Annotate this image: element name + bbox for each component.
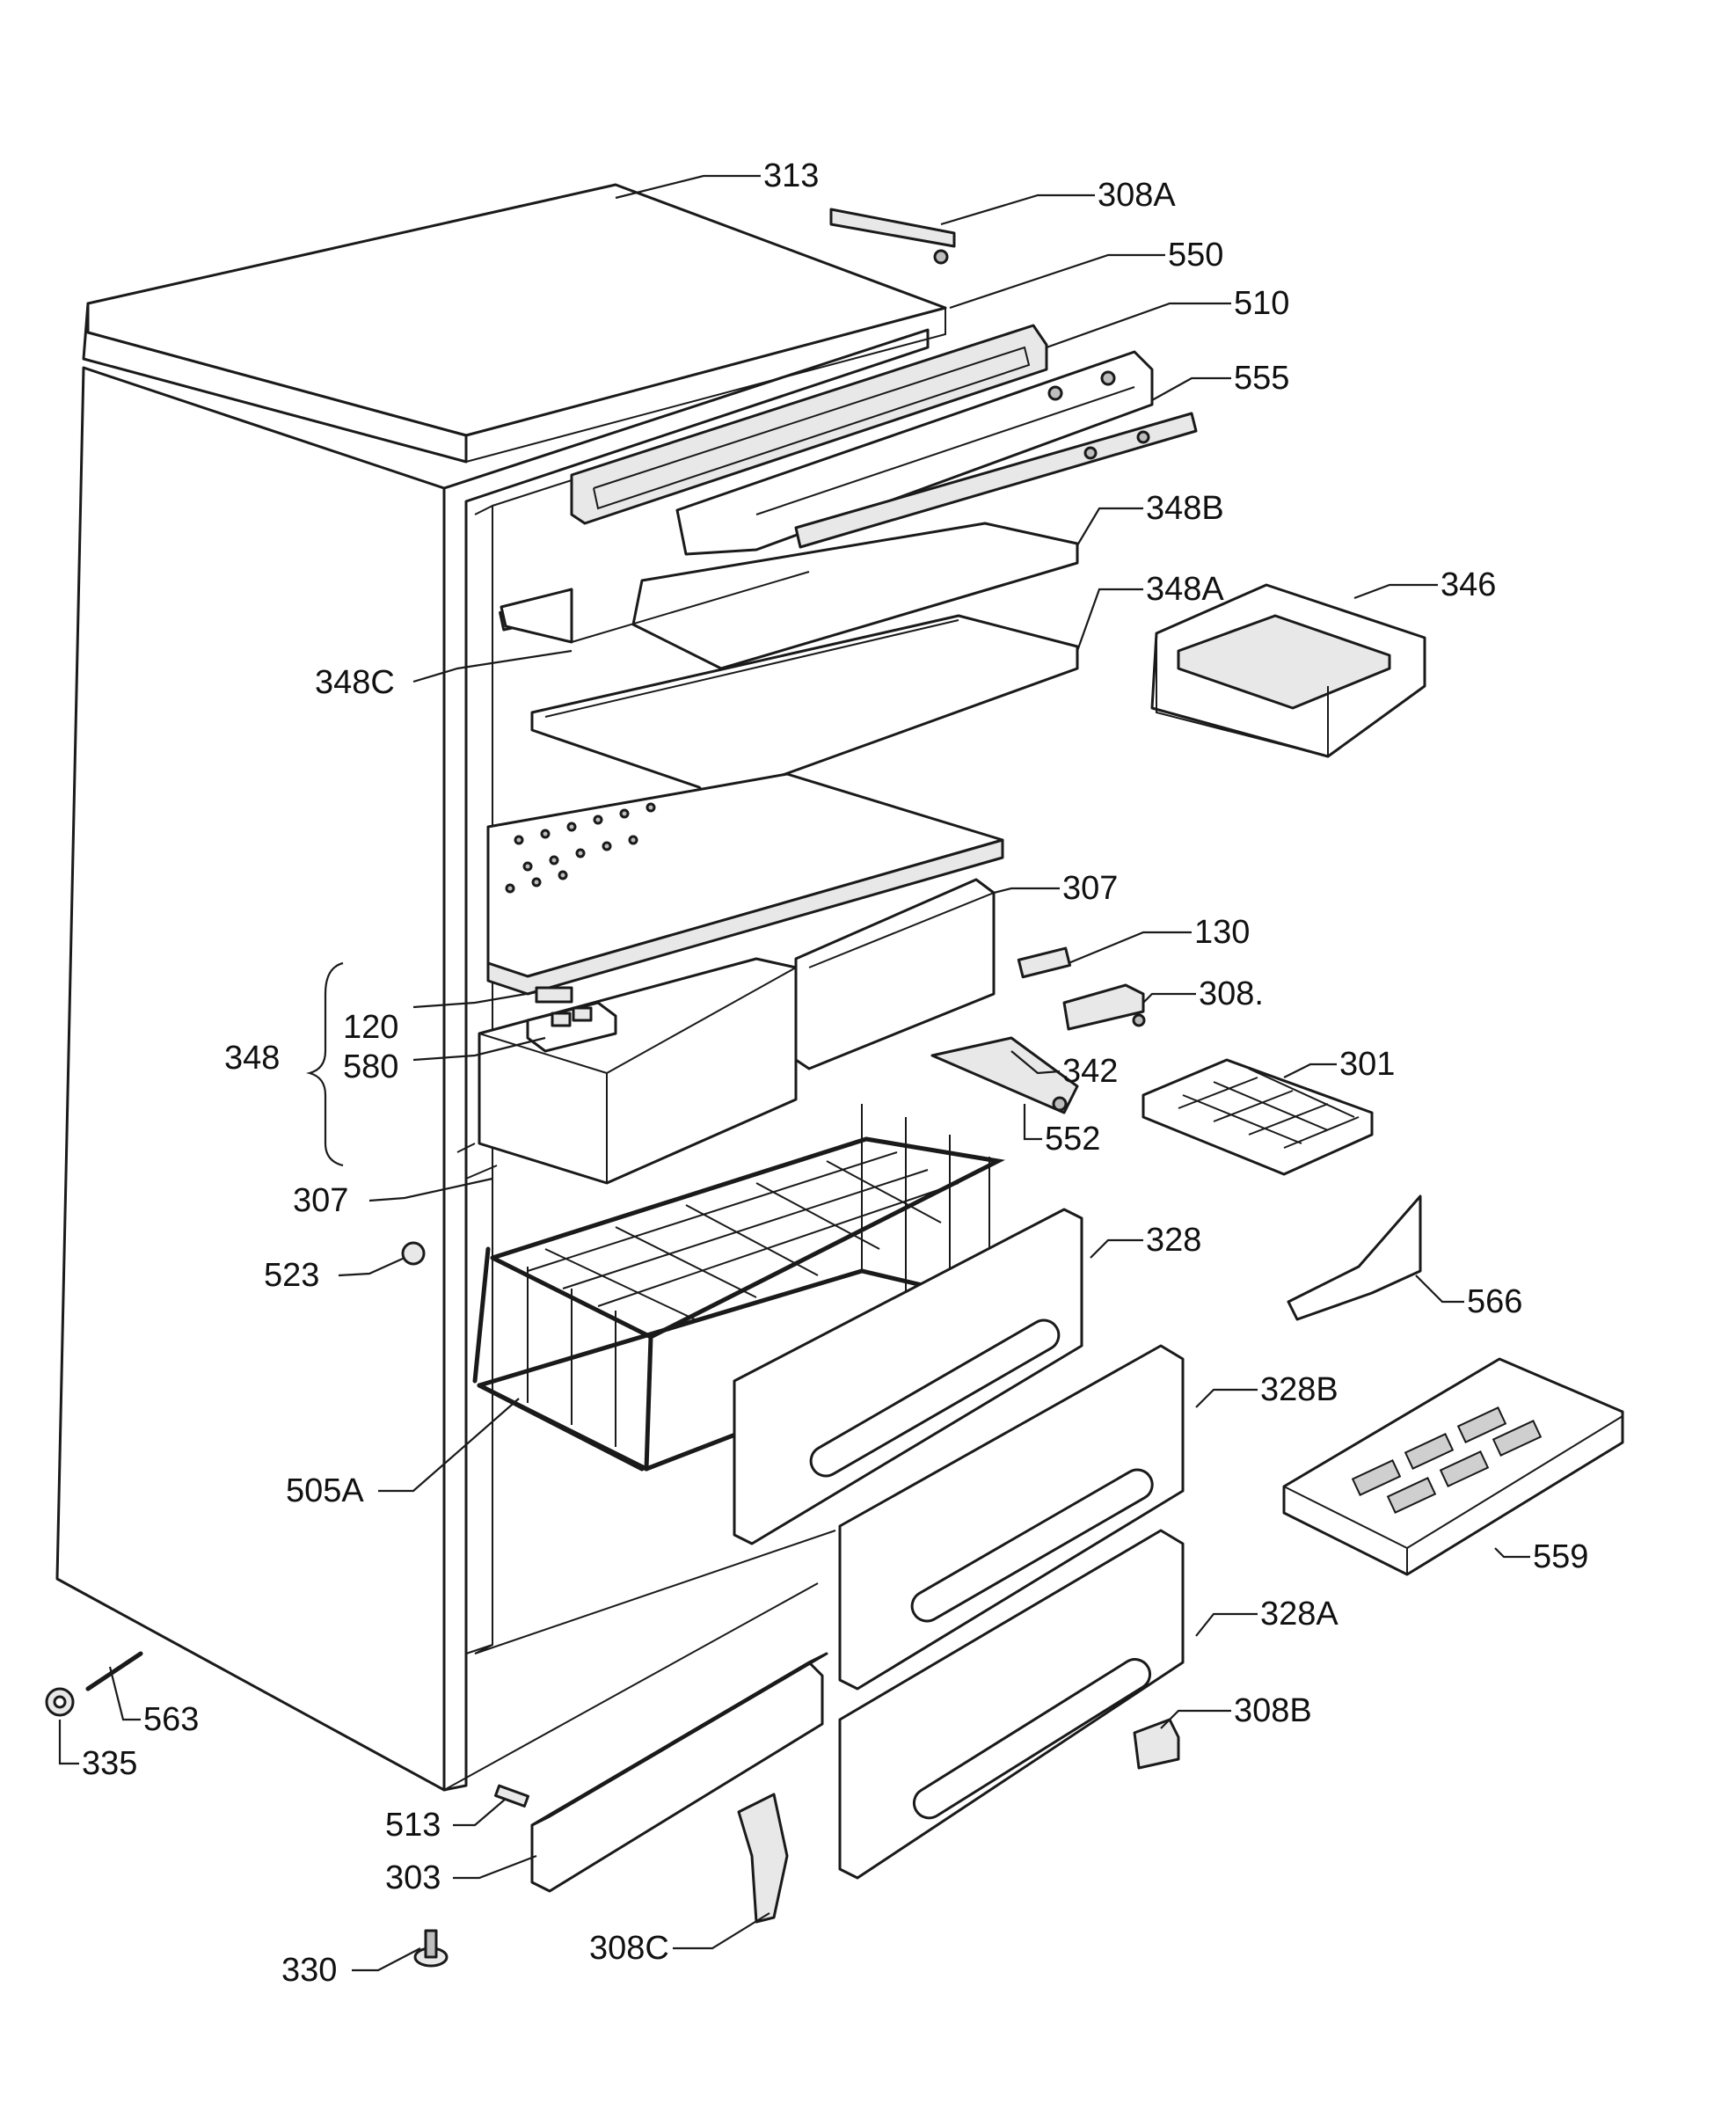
ice-bin-346: [1150, 583, 1426, 758]
pin-563: [85, 1651, 143, 1691]
label-307-top: 307: [1062, 870, 1118, 907]
label-328a: 328A: [1260, 1596, 1338, 1633]
shelf-348c: [500, 571, 810, 644]
label-559: 559: [1533, 1538, 1588, 1575]
label-301: 301: [1339, 1046, 1395, 1083]
label-307-bottom: 307: [293, 1182, 348, 1219]
drawer-front-328: [733, 1208, 1083, 1545]
label-566: 566: [1467, 1283, 1522, 1320]
drawer-front-328a: [838, 1529, 1185, 1880]
label-513: 513: [385, 1807, 441, 1844]
part-130: [1017, 946, 1072, 979]
part-labels: 313 308A 550 510 555 348B 348A 346 348C …: [82, 157, 1588, 1989]
label-550: 550: [1168, 237, 1223, 274]
evaporator-plate: [486, 772, 1004, 996]
bush-335: [45, 1687, 75, 1717]
label-348a: 348A: [1146, 571, 1224, 608]
leader-lines: [58, 174, 1530, 1972]
label-555: 555: [1234, 360, 1289, 397]
plate-holes: [505, 802, 656, 894]
hinge-strip-555: [794, 412, 1198, 549]
foot-330: [413, 1929, 449, 1968]
control-box-580: [526, 1001, 617, 1053]
ice-pack-559: [1282, 1357, 1624, 1576]
hinge-308b: [1133, 1718, 1180, 1770]
label-346: 346: [1441, 566, 1496, 603]
label-303: 303: [385, 1859, 441, 1896]
trim-strip-550: [570, 324, 1048, 525]
label-328: 328: [1146, 1222, 1201, 1259]
drawer-front-328b: [838, 1344, 1185, 1691]
part-120: [535, 986, 573, 1004]
label-510: 510: [1234, 285, 1289, 322]
label-523: 523: [264, 1257, 319, 1294]
label-563: 563: [143, 1701, 199, 1738]
ice-tray-301: [1142, 1058, 1374, 1176]
top-cover-313: [82, 183, 947, 464]
label-308b: 308B: [1234, 1692, 1312, 1729]
label-308c: 308C: [589, 1930, 669, 1967]
hinge-308a: [829, 208, 956, 265]
shelf-348a: [530, 614, 1079, 802]
label-505a: 505A: [286, 1472, 364, 1509]
label-348c: 348C: [315, 664, 395, 701]
label-313: 313: [763, 157, 819, 194]
scraper-566: [1287, 1194, 1422, 1321]
bracket-342-552: [930, 1036, 1079, 1114]
label-120: 120: [343, 1009, 398, 1046]
handle-bar-510: [675, 350, 1154, 556]
kick-plate-303: [530, 1652, 828, 1893]
stud-523: [401, 1241, 426, 1266]
label-328b: 328B: [1260, 1371, 1338, 1408]
label-342: 342: [1062, 1053, 1118, 1090]
label-130: 130: [1194, 914, 1250, 951]
label-348b: 348B: [1146, 490, 1224, 527]
label-335: 335: [82, 1745, 137, 1782]
label-580: 580: [343, 1048, 398, 1085]
hinge-308c: [737, 1793, 789, 1924]
label-308: 308.: [1199, 975, 1264, 1012]
clip-513: [494, 1784, 530, 1808]
bracket-348-brace: [305, 961, 344, 1167]
label-552: 552: [1045, 1121, 1100, 1158]
label-330: 330: [281, 1952, 337, 1989]
hinge-308: [1062, 983, 1146, 1031]
label-308a: 308A: [1098, 177, 1176, 214]
label-348: 348: [224, 1040, 280, 1077]
